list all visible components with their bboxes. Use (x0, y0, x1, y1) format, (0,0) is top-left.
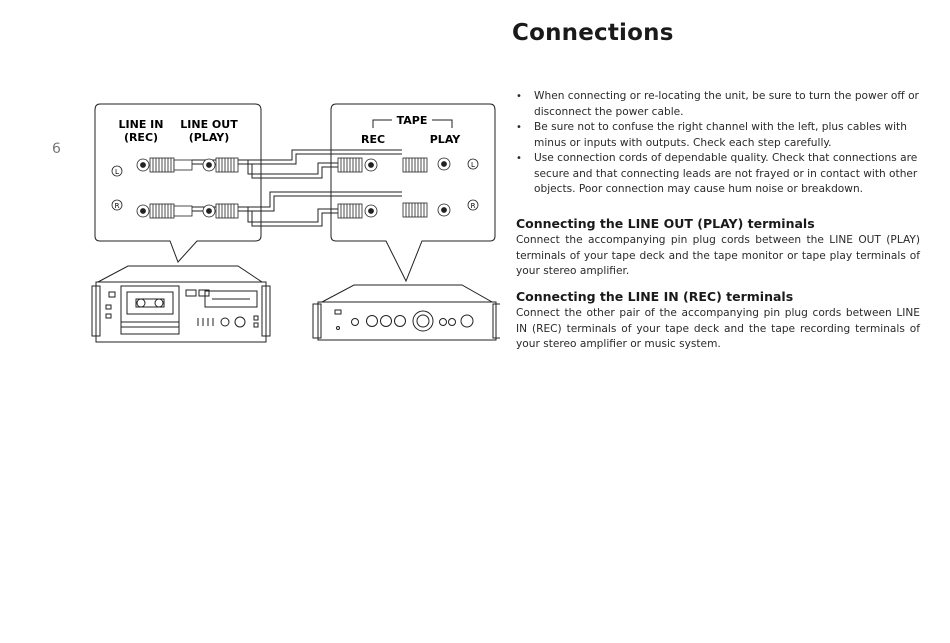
rca-plug-deck-r-out (202, 203, 239, 219)
rca-plug-deck-l-out (202, 157, 239, 173)
amplifier-illustration (312, 284, 500, 341)
line-in-body: Connect the other pair of the accompanyi… (516, 307, 920, 350)
line-in-section: Connecting the LINE IN (REC) terminals C… (516, 289, 920, 353)
deck-r-marker: R (111, 199, 123, 211)
list-item: When connecting or re-locating the unit,… (516, 89, 920, 120)
line-out-heading: Connecting the LINE OUT (PLAY) terminals (516, 216, 815, 231)
rca-plug-amp-l-play (402, 157, 451, 173)
amp-terminal-panel (330, 103, 496, 283)
svg-text:L: L (115, 168, 119, 176)
line-in-heading: Connecting the LINE IN (REC) terminals (516, 289, 794, 304)
amp-r-marker: R (467, 199, 479, 211)
cassette-deck-illustration (91, 265, 271, 343)
rca-plug-deck-l-in (136, 157, 193, 173)
rca-plug-amp-l-rec (337, 157, 378, 173)
line-out-section: Connecting the LINE OUT (PLAY) terminals… (516, 216, 920, 280)
deck-play-label: (PLAY) (189, 131, 230, 144)
deck-line-in-label: LINE IN (119, 118, 164, 131)
deck-terminal-panel (94, 103, 262, 263)
deck-rec-label: (REC) (124, 131, 158, 144)
amp-rec-label: REC (361, 133, 385, 146)
deck-line-out-label: LINE OUT (180, 118, 238, 131)
list-item: Be sure not to confuse the right channel… (516, 120, 920, 151)
svg-text:R: R (115, 202, 120, 210)
precautions-list: When connecting or re-locating the unit,… (516, 89, 920, 198)
svg-text:R: R (471, 202, 476, 210)
connection-diagram: LINE IN (REC) LINE OUT (PLAY) L R TAPE R… (91, 103, 500, 343)
page-number: 6 (52, 141, 61, 157)
amp-play-label: PLAY (430, 133, 462, 146)
deck-l-marker: L (111, 165, 123, 177)
svg-text:L: L (471, 161, 475, 169)
rca-plug-deck-r-in (136, 203, 193, 219)
line-out-body: Connect the accompanying pin plug cords … (516, 234, 920, 277)
amp-l-marker: L (467, 158, 479, 170)
list-item: Use connection cords of dependable quali… (516, 151, 920, 198)
amp-tape-label: TAPE (397, 114, 428, 127)
rca-plug-amp-r-rec (337, 203, 378, 219)
page-title: Connections (512, 20, 674, 46)
rca-plug-amp-r-play (402, 202, 451, 218)
